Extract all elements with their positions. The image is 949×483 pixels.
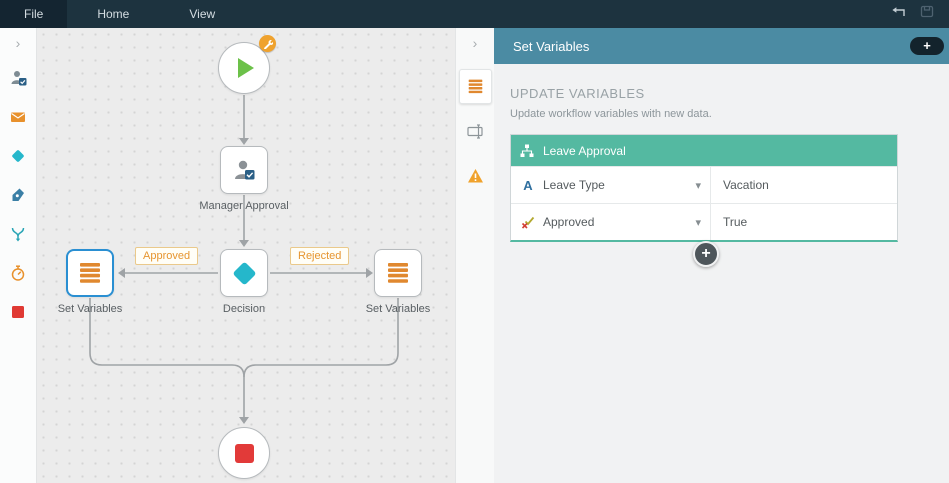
edge-badge-rejected: Rejected [290, 247, 350, 265]
set-variables-icon [388, 263, 408, 283]
mail-icon[interactable] [0, 97, 36, 136]
node-label: Decision [222, 303, 266, 315]
text-type-icon: A [523, 177, 533, 193]
set-variables-left-node[interactable] [66, 249, 114, 297]
menu-home[interactable]: Home [97, 7, 130, 21]
user-task-icon [235, 160, 255, 180]
menubar: File Home View [0, 0, 949, 28]
panel-body: UPDATE VARIABLES Update workflow variabl… [493, 64, 949, 267]
chevron-down-icon: ▾ [695, 216, 701, 229]
warning-icon [467, 168, 483, 182]
panel-collapse-chevron-icon[interactable]: › [472, 35, 478, 51]
workflow-canvas[interactable]: Manager Approval Decision Set Variables [37, 28, 455, 483]
topbar-actions [891, 0, 935, 28]
variables-card-title: Leave Approval [543, 143, 626, 158]
end-node[interactable] [218, 427, 270, 479]
manager-approval-node[interactable] [220, 146, 268, 194]
variable-select-leave-type[interactable]: A Leave Type ▾ [511, 167, 711, 203]
panel-header: Set Variables + [493, 28, 949, 64]
step-toolbox: › [0, 28, 37, 483]
decision-icon[interactable] [0, 136, 36, 175]
variable-name: Leave Type [543, 178, 605, 192]
start-node[interactable] [218, 42, 270, 94]
edge-badge-approved: Approved [135, 247, 199, 265]
start-settings-badge[interactable] [259, 35, 276, 52]
decision-icon [231, 260, 257, 286]
end-step-icon[interactable] [0, 292, 36, 331]
tab-set-variables[interactable] [458, 69, 492, 104]
add-variable-button[interactable]: + [693, 241, 719, 267]
boolean-icon [520, 215, 536, 229]
variable-name: Approved [543, 215, 595, 229]
set-variables-right-node[interactable] [374, 249, 422, 297]
variable-select-approved[interactable]: Approved ▾ [511, 204, 711, 240]
config-panel-tabs: › [455, 28, 494, 483]
variable-value-leave-type[interactable]: Vacation [723, 178, 769, 192]
pen-icon[interactable] [0, 175, 36, 214]
section-subtitle: Update workflow variables with new data. [510, 108, 712, 120]
undo-icon[interactable] [891, 4, 907, 24]
set-variables-icon [80, 263, 100, 283]
node-label: Set Variables [57, 303, 123, 315]
variables-card-header: Leave Approval [511, 135, 897, 166]
merge-icon[interactable] [0, 214, 36, 253]
variable-row: A Leave Type ▾ Vacation [511, 166, 897, 203]
variables-card: Leave Approval A Leave Type ▾ Vacation [510, 134, 898, 242]
tab-properties[interactable] [460, 115, 491, 148]
tab-warnings[interactable] [460, 159, 491, 192]
user-task-icon[interactable] [0, 58, 36, 97]
workflow-hierarchy-icon [520, 144, 534, 157]
timer-icon[interactable] [0, 253, 36, 292]
set-variables-icon [468, 79, 482, 94]
play-icon [238, 58, 254, 78]
end-icon [234, 443, 254, 463]
node-label: Set Variables [365, 303, 431, 315]
variable-value-approved[interactable]: True [723, 215, 748, 229]
chevron-down-icon: ▾ [695, 179, 701, 192]
set-variables-panel: Set Variables + UPDATE VARIABLES Update … [493, 28, 949, 483]
panel-add-button[interactable]: + [910, 37, 944, 55]
variable-row: Approved ▾ True [511, 203, 897, 240]
wrench-icon [263, 39, 273, 49]
text-field-icon [466, 124, 483, 139]
menu-file[interactable]: File [0, 0, 68, 28]
panel-title: Set Variables [513, 38, 590, 54]
decision-node[interactable] [220, 249, 268, 297]
node-label: Manager Approval [199, 200, 289, 212]
menu-view[interactable]: View [189, 7, 216, 21]
section-title: UPDATE VARIABLES [510, 86, 645, 101]
save-icon[interactable] [919, 4, 935, 24]
toolbox-expand-chevron-icon[interactable]: › [15, 35, 21, 51]
